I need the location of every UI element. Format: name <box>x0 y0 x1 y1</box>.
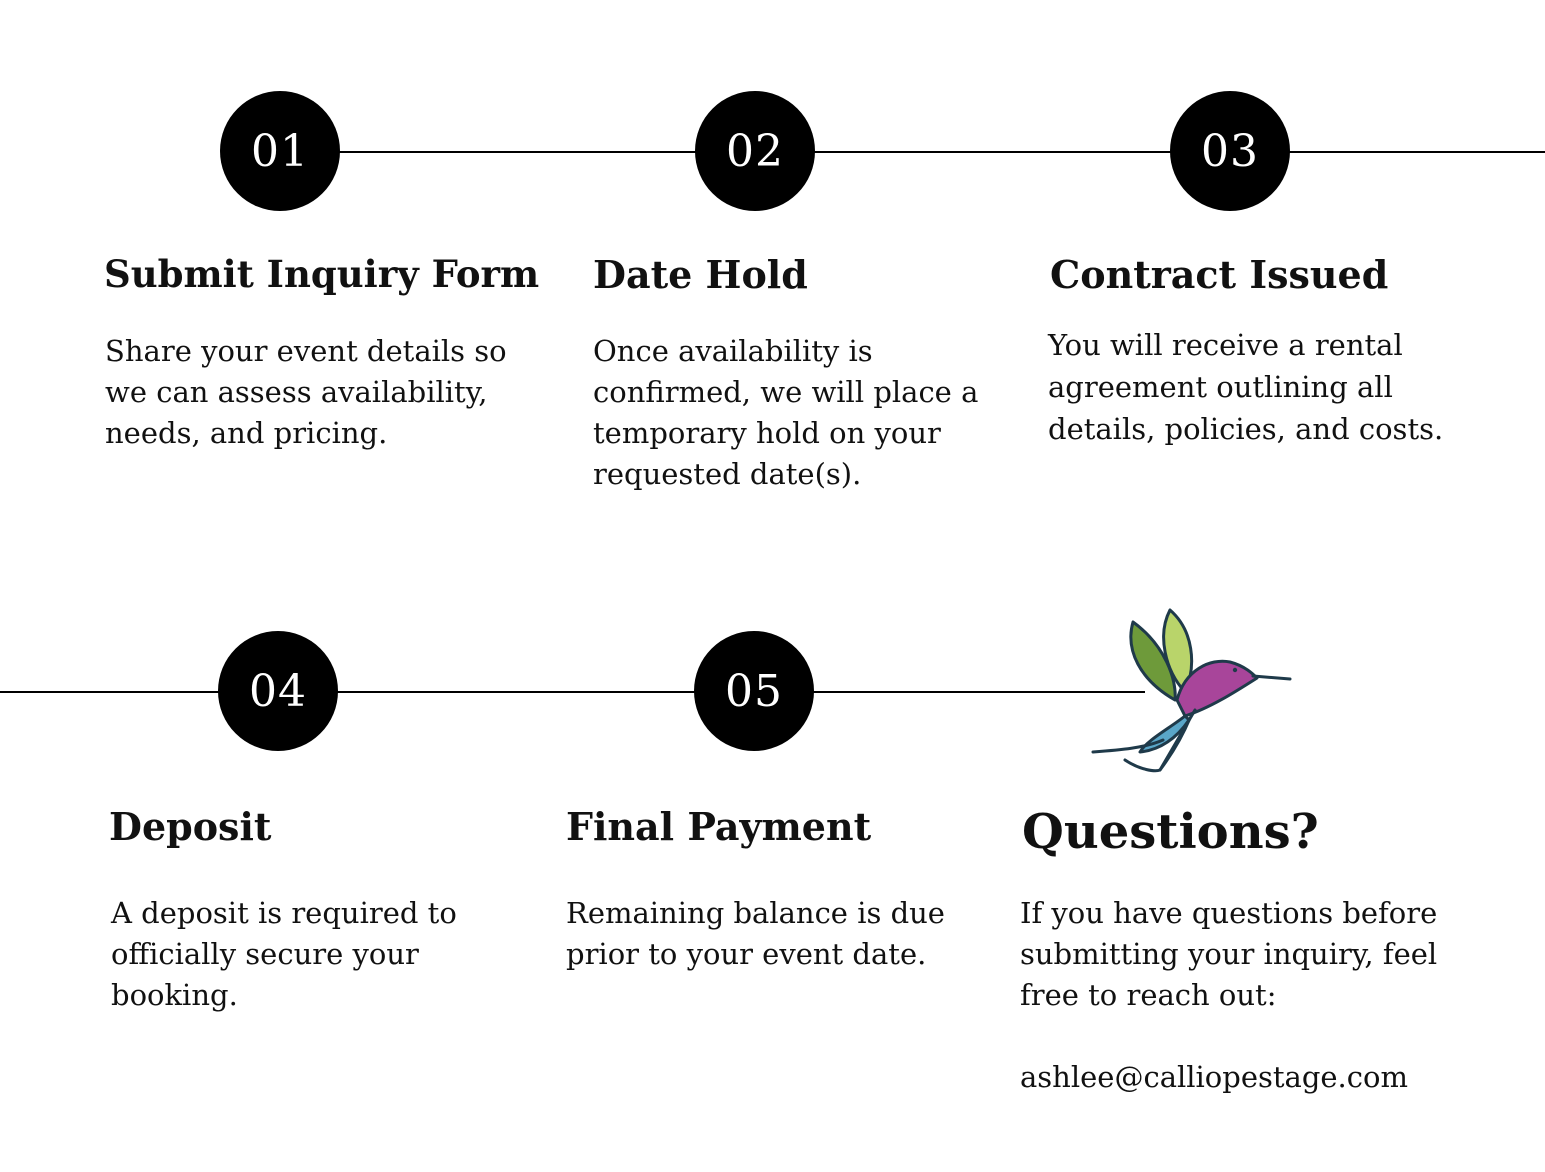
step-number-03: 03 <box>1170 91 1290 211</box>
questions-title: Questions? <box>1022 804 1319 860</box>
step-title-date-hold: Date Hold <box>593 252 808 297</box>
questions-block: If you have questions before submitting … <box>1020 893 1440 1098</box>
step-number-01: 01 <box>220 91 340 211</box>
step-number-02: 02 <box>695 91 815 211</box>
step-title-final-payment: Final Payment <box>566 804 872 849</box>
step-title-deposit: Deposit <box>109 804 272 849</box>
step-description-final-payment: Remaining balance is due prior to your e… <box>566 896 945 971</box>
step-description-submit-inquiry: Share your event details so we can asses… <box>105 334 507 450</box>
timeline-line-bottom <box>0 691 1145 693</box>
step-title-contract-issued: Contract Issued <box>1050 252 1389 297</box>
step-title-submit-inquiry: Submit Inquiry Form <box>104 252 540 296</box>
step-description-deposit: A deposit is required to officially secu… <box>111 896 457 1012</box>
step-number-04: 04 <box>218 631 338 751</box>
step-number-05: 05 <box>694 631 814 751</box>
timeline-line-top <box>280 151 1545 153</box>
hummingbird-icon <box>1091 608 1292 773</box>
step-description-contract-issued: You will receive a rental agreement outl… <box>1048 328 1444 446</box>
step-description-date-hold: Once availability is confirmed, we will … <box>593 334 979 491</box>
questions-description: If you have questions before submitting … <box>1020 896 1438 1012</box>
contact-email[interactable]: ashlee@calliopestage.com <box>1020 1060 1408 1094</box>
